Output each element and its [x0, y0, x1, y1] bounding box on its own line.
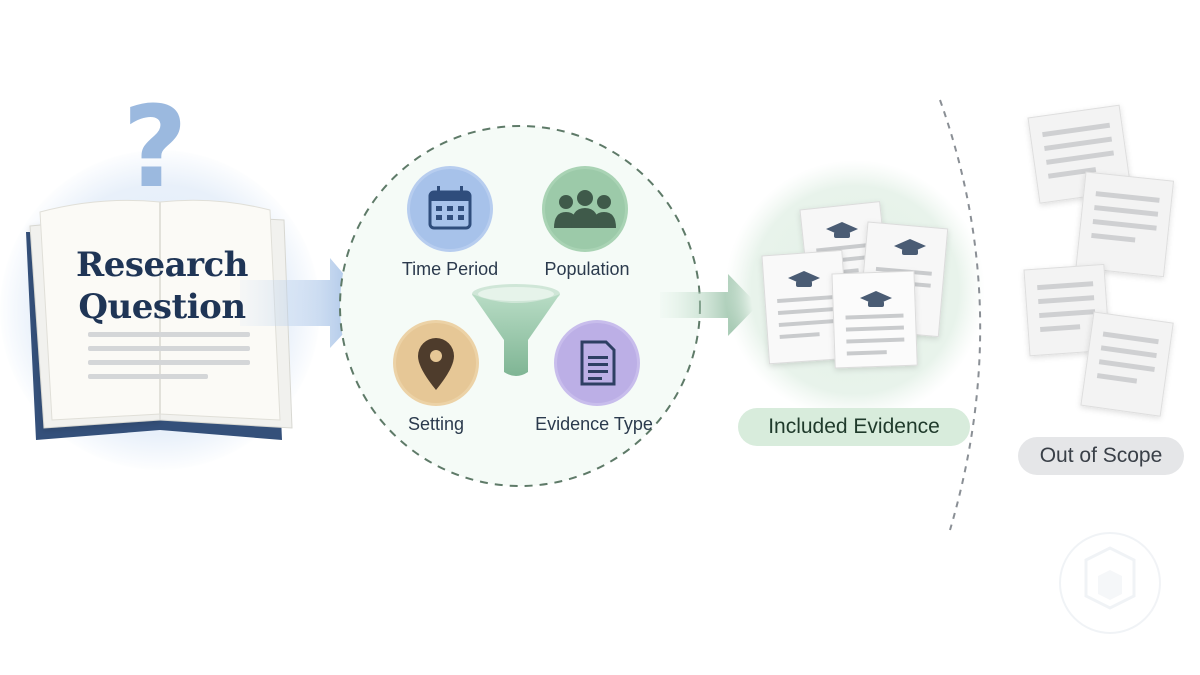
criterion-setting-label: Setting — [407, 414, 465, 434]
criterion-population-label: Population — [544, 259, 630, 279]
document-icon — [554, 320, 640, 406]
out-of-scope-label: Out of Scope — [1018, 437, 1184, 475]
funnel-icon — [472, 284, 560, 376]
arrow-to-filter — [240, 258, 370, 348]
included-evidence-label: Included Evidence — [738, 408, 970, 446]
book-title: Research Question — [62, 244, 262, 328]
watermark-logo — [1059, 532, 1161, 634]
included-docs — [761, 201, 949, 369]
scope-boundary — [939, 99, 982, 531]
calendar-icon — [407, 166, 493, 252]
criterion-time-period-label: Time Period — [401, 259, 499, 279]
location-pin-icon — [393, 320, 479, 406]
people-icon — [542, 166, 628, 252]
question-mark-icon: ? — [123, 83, 188, 213]
book-icon — [26, 199, 293, 440]
excluded-docs — [1023, 104, 1175, 417]
svg-text:?: ? — [123, 83, 188, 213]
book-title-line2: Question — [78, 287, 246, 327]
criterion-evidence-type-label: Evidence Type — [535, 414, 653, 434]
book-title-line1: Research — [75, 245, 249, 285]
